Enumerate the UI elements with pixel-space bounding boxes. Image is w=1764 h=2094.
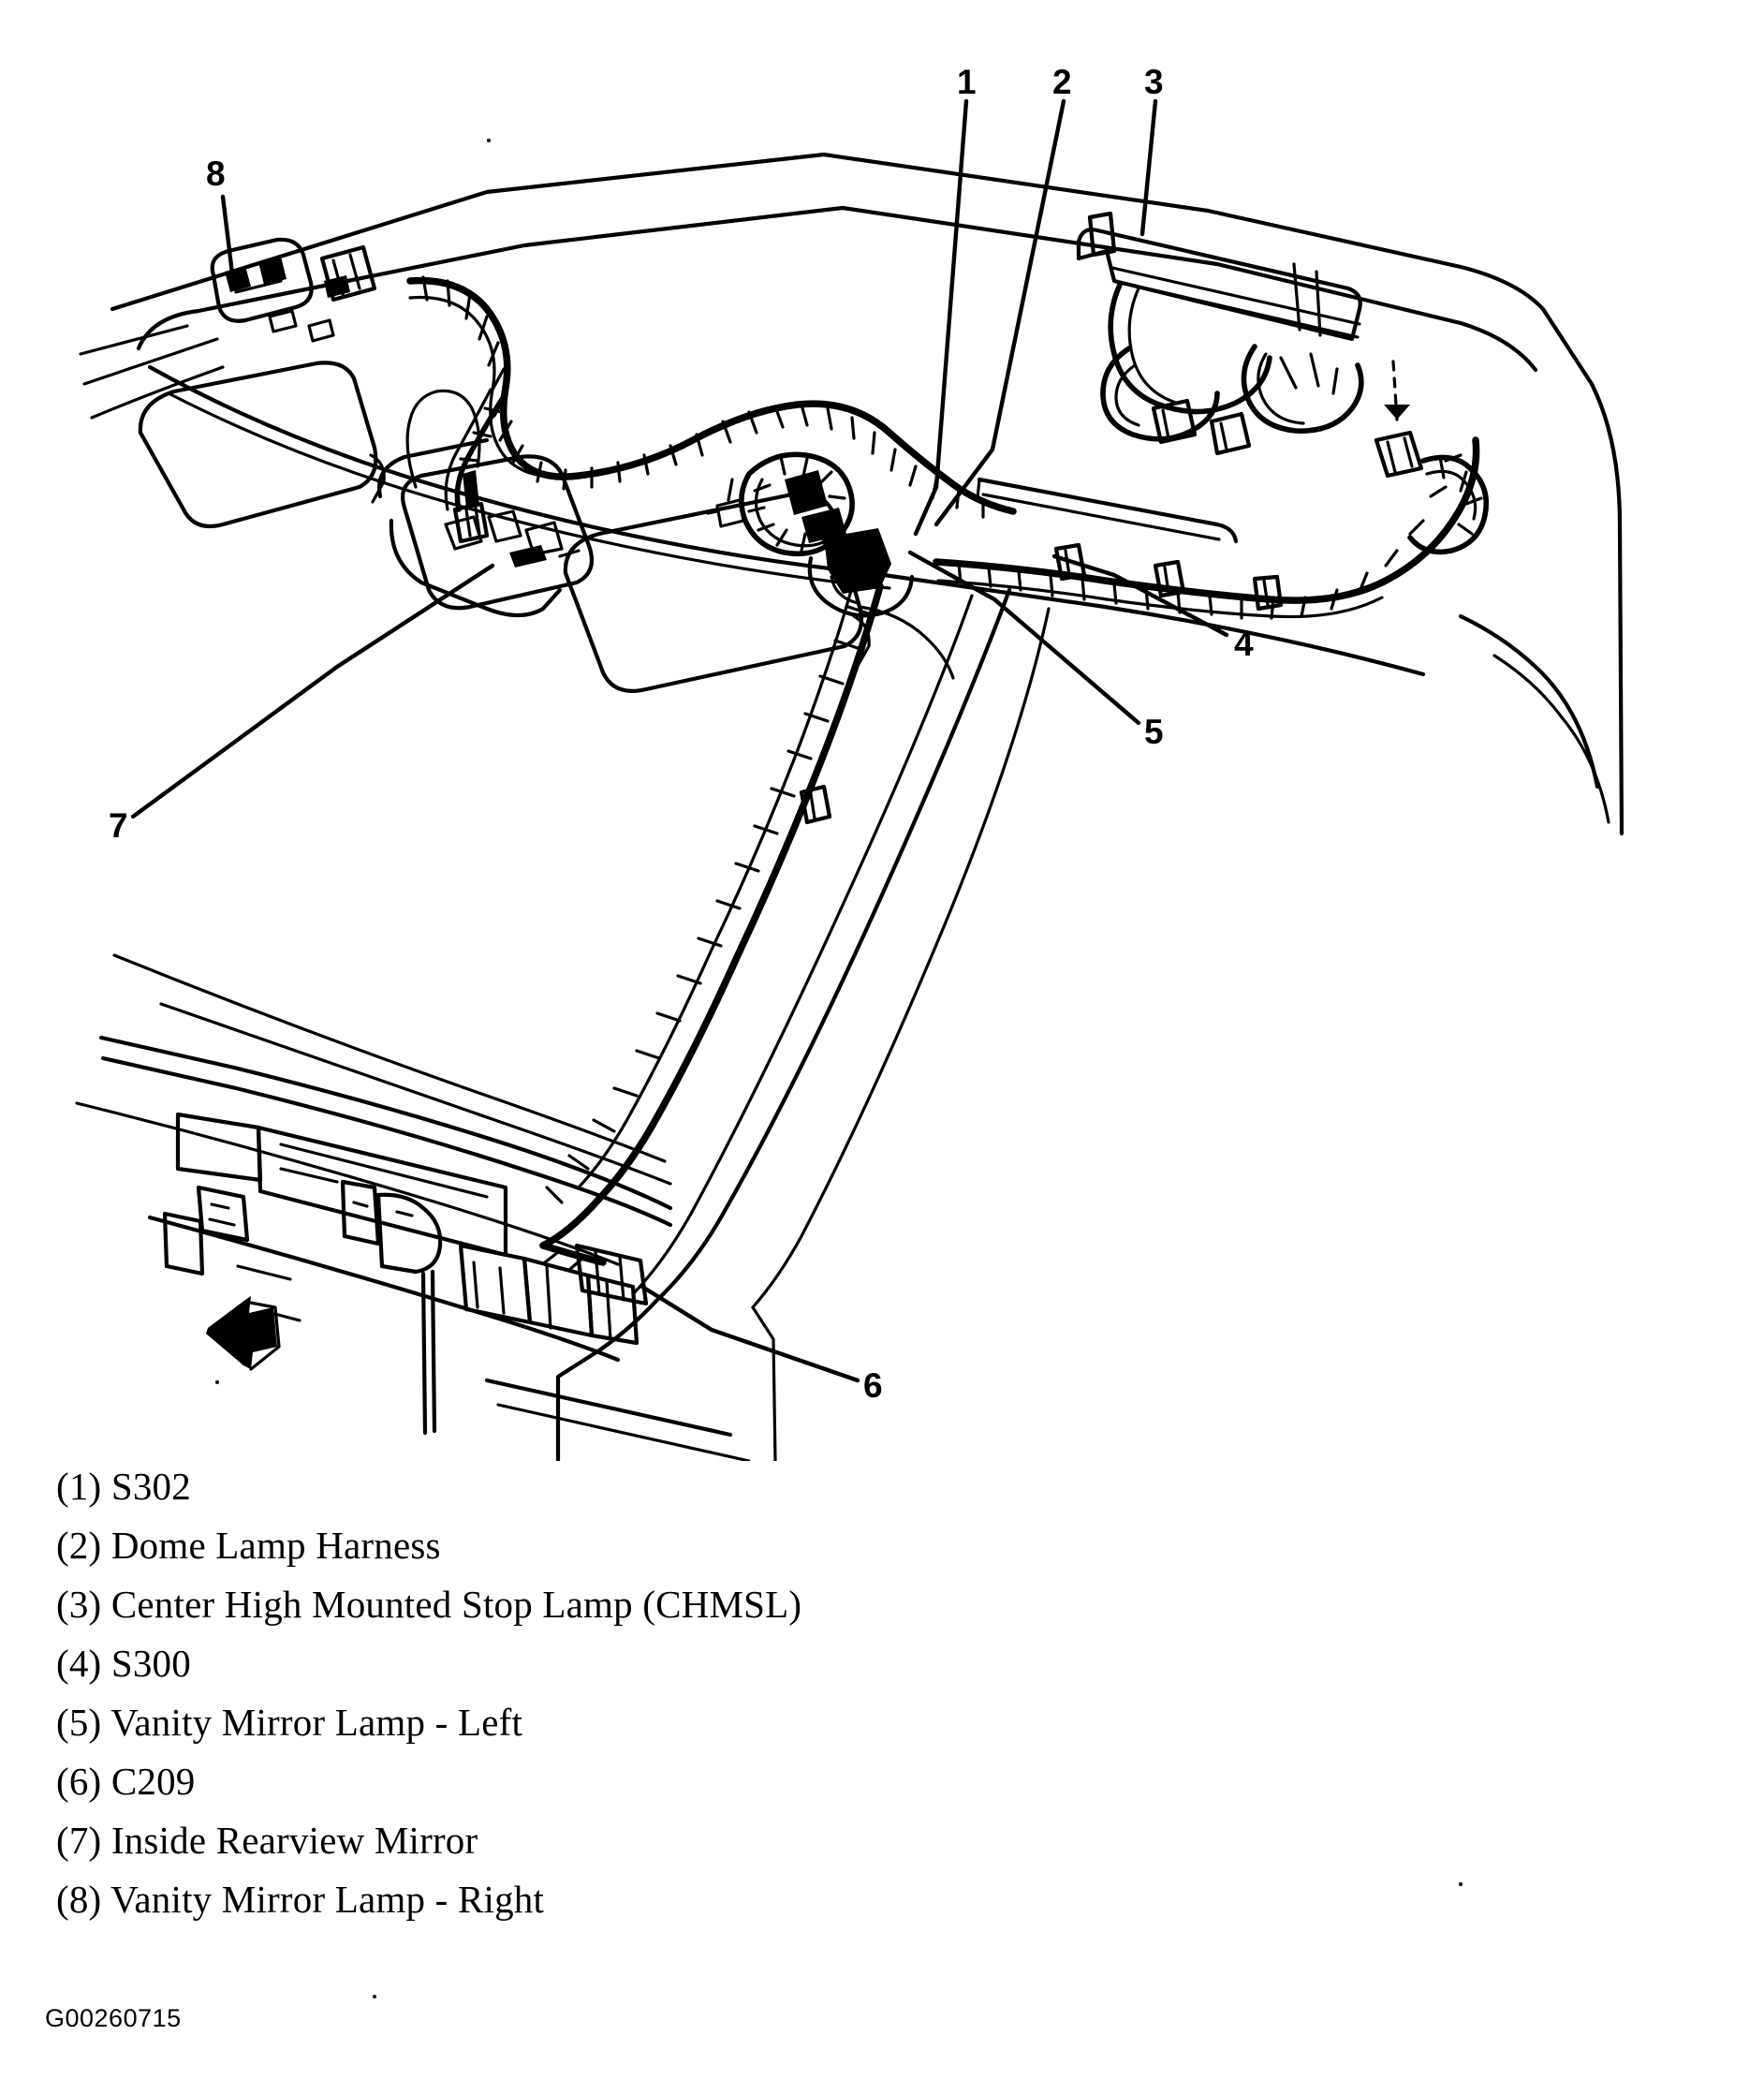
figure-reference-code: G00260715 xyxy=(45,2004,182,2032)
legend-item-8: (8) Vanity Mirror Lamp - Right xyxy=(56,1878,545,1921)
roof-rail-trim xyxy=(976,477,1239,544)
scan-speck xyxy=(487,139,491,142)
scan-speck xyxy=(1459,1882,1463,1886)
instrument-panel-structure xyxy=(75,953,751,1461)
roof-rail-clips xyxy=(1053,542,1284,612)
callout-number-1: 1 xyxy=(957,63,977,101)
harness-a-pillar-run xyxy=(539,579,884,1249)
roof-panel-outline xyxy=(79,152,1624,836)
callout-number-2: 2 xyxy=(1052,63,1072,101)
dome-lamp-harness-left-run xyxy=(406,275,1017,519)
wiring-diagram-figure: 1 2 3 4 5 6 7 8 xyxy=(75,63,1624,1461)
harness-to-c209 xyxy=(539,1242,607,1272)
callout-number-4: 4 xyxy=(1234,625,1254,663)
legend-item-2: (2) Dome Lamp Harness xyxy=(56,1524,441,1567)
chmsl-assembly xyxy=(1076,211,1424,479)
sun-visor-right xyxy=(138,361,386,529)
legend-item-1: (1) S302 xyxy=(56,1465,191,1508)
legend-item-7: (7) Inside Rearview Mirror xyxy=(56,1819,478,1862)
callout-number-7: 7 xyxy=(109,806,128,845)
callout-number-6: 6 xyxy=(863,1366,883,1405)
callout-leaders xyxy=(130,98,1229,1383)
callout-number-5: 5 xyxy=(1144,713,1164,751)
scan-speck xyxy=(215,1380,219,1384)
callout-number-8: 8 xyxy=(206,155,226,193)
legend-item-6: (6) C209 xyxy=(56,1760,196,1803)
callout-numbers: 1 2 3 4 5 6 7 8 xyxy=(109,63,1254,1405)
callout-number-3: 3 xyxy=(1144,63,1164,101)
harness-clip-left xyxy=(452,470,490,544)
legend-item-3: (3) Center High Mounted Stop Lamp (CHMSL… xyxy=(56,1583,802,1626)
harness-rear-loops xyxy=(1407,454,1490,555)
legend-item-5: (5) Vanity Mirror Lamp - Left xyxy=(56,1701,523,1744)
dome-lamp-splice-cluster xyxy=(706,451,915,618)
scan-speck xyxy=(373,1995,376,1998)
legend-item-4: (4) S300 xyxy=(56,1642,191,1685)
legend-list: (1) S302 (2) Dome Lamp Harness (3) Cente… xyxy=(56,1457,1367,1929)
inside-rearview-mirror xyxy=(376,389,595,618)
a-pillar xyxy=(555,587,1051,1461)
harness-branch-visor xyxy=(444,388,508,512)
sun-visor-left xyxy=(563,492,955,693)
view-direction-arrow-icon xyxy=(206,1296,281,1371)
